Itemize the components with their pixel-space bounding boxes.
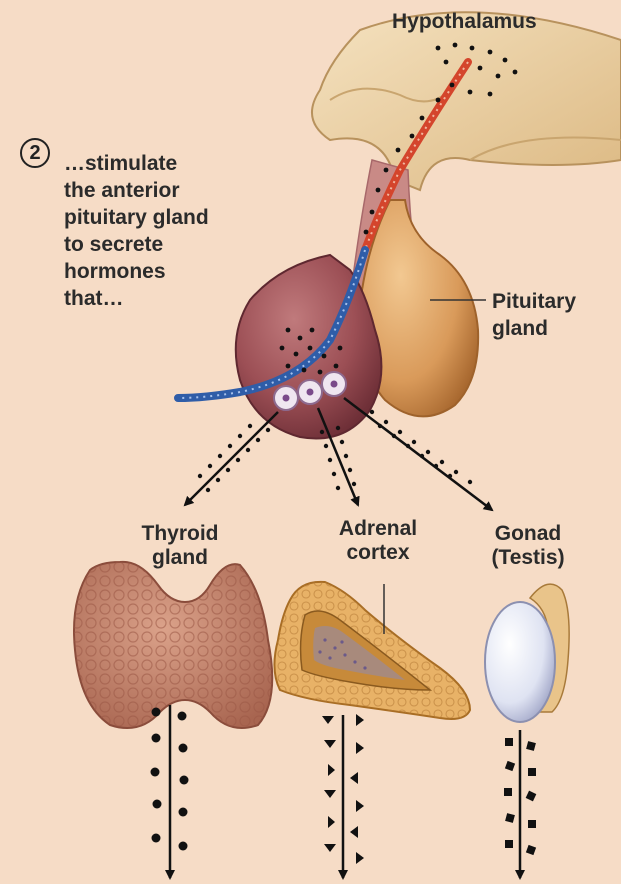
- thyroid-hormone-output: [151, 705, 189, 878]
- adrenal-gland: [274, 582, 470, 719]
- step-line: that…: [64, 285, 209, 312]
- thyroid-label: Thyroid gland: [120, 522, 240, 570]
- step-line: …stimulate: [64, 150, 209, 177]
- step-line: to secrete: [64, 231, 209, 258]
- gonad-label-line: (Testis): [468, 546, 588, 570]
- step-line: pituitary gland: [64, 204, 209, 231]
- thyroid-label-line: gland: [120, 546, 240, 570]
- pituitary-label: Pituitary gland: [492, 288, 576, 342]
- hypothalamus-label: Hypothalamus: [392, 10, 537, 34]
- adrenal-label-line: Adrenal: [318, 517, 438, 541]
- step-line: hormones: [64, 258, 209, 285]
- pituitary-label-line: Pituitary: [492, 288, 576, 315]
- step-number-badge: 2: [20, 138, 50, 168]
- adrenal-hormone-output: [322, 714, 364, 878]
- step-description: …stimulate the anterior pituitary gland …: [64, 150, 209, 312]
- thyroid-label-line: Thyroid: [120, 522, 240, 546]
- gonad-label-line: Gonad: [468, 522, 588, 546]
- step-line: the anterior: [64, 177, 209, 204]
- adrenal-label-line: cortex: [318, 541, 438, 565]
- testis: [485, 584, 569, 722]
- thyroid-gland: [74, 562, 272, 728]
- testis-hormone-output: [504, 730, 536, 878]
- pituitary-label-line: gland: [492, 315, 576, 342]
- gonad-label: Gonad (Testis): [468, 522, 588, 570]
- hypothalamus-tissue: [312, 12, 621, 190]
- adrenal-label: Adrenal cortex: [318, 517, 438, 565]
